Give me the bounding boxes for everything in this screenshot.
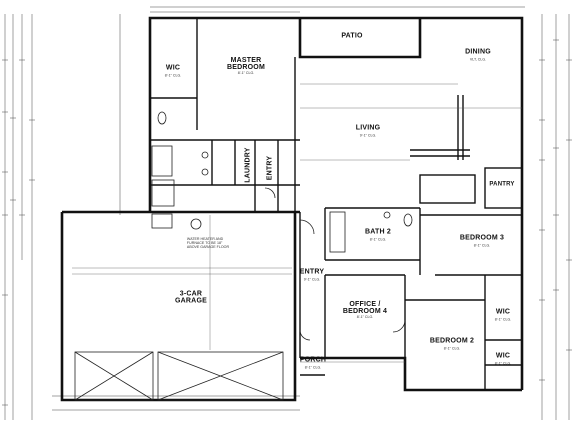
room-wic-master: WIC 8'-1" CLG. [165,58,182,79]
room-living-height: 9'-1" CLG. [359,133,377,138]
room-wic-2-height: 8'-1" CLG. [494,361,512,366]
room-dining: DINING VLT, CLG. [465,42,491,63]
room-bedroom2-name: BEDROOM 2 [429,337,475,345]
interior-walls [150,18,523,390]
room-wic-1-height: 8'-1" CLG. [494,317,512,322]
room-entry-front: ENTRY 9'-1" CLG. [300,262,324,283]
room-bedroom2-height: 8'-1" CLG. [443,346,461,351]
room-master-bedroom: MASTER BEDROOM 8'-1" CLG. [227,57,265,75]
room-bath2: BATH 2 8'-1" CLG. [365,222,391,243]
room-pantry: PANTRY [489,174,514,191]
room-living: LIVING 9'-1" CLG. [356,118,381,139]
room-office-height: 8'-1" CLG. [356,314,374,319]
room-patio-name: PATIO [341,32,363,40]
fixtures [74,111,413,401]
room-laundry: LAUNDRY [238,147,255,182]
room-master-bedroom-height: 8'-1" CLG. [237,70,255,75]
room-entry-side: ENTRY [260,156,277,180]
room-bath2-height: 8'-1" CLG. [369,237,387,242]
room-wic-master-name: WIC [165,64,181,72]
room-bath2-name: BATH 2 [365,228,391,236]
room-master-bedroom-name: MASTER BEDROOM [227,56,265,72]
room-wic-2: WIC 8'-1" CLG. [495,346,512,367]
room-entry-front-height: 9'-1" CLG. [303,277,321,282]
room-wic-1-name: WIC [495,308,511,316]
room-wic-master-height: 8'-1" CLG. [164,73,182,78]
room-patio: PATIO [341,26,362,43]
interior-dimension-lines [72,83,522,363]
dimension-lines [2,6,572,420]
room-garage-name: 3-CAR GARAGE [175,290,207,305]
room-bedroom2: BEDROOM 2 8'-1" CLG. [430,331,474,352]
room-bedroom3-name: BEDROOM 3 [459,234,505,242]
room-pantry-name: PANTRY [489,181,515,188]
room-office: OFFICE / BEDROOM 4 8'-1" CLG. [343,301,387,319]
room-porch-name: PORCH [299,356,327,364]
room-dining-finish: VLT, CLG. [469,57,487,62]
room-garage: 3-CAR GARAGE [175,291,207,306]
room-living-name: LIVING [355,124,381,132]
room-dining-name: DINING [465,48,491,56]
room-wic-2-name: WIC [495,352,511,360]
room-porch: PORCH 8'-1" CLG. [300,350,326,371]
room-office-name: OFFICE / BEDROOM 4 [342,300,388,316]
room-laundry-name: LAUNDRY [244,147,252,183]
room-bedroom3-height: 8'-1" CLG. [473,243,491,248]
water-heater-note: WATER HEATER AND FURNACE TO BE 18" ABOVE… [186,237,230,249]
room-entry-front-name: ENTRY [299,268,325,276]
room-entry-side-name: ENTRY [266,155,274,181]
room-bedroom3: BEDROOM 3 8'-1" CLG. [460,228,504,249]
room-porch-height: 8'-1" CLG. [304,365,322,370]
room-wic-1: WIC 8'-1" CLG. [495,302,512,323]
